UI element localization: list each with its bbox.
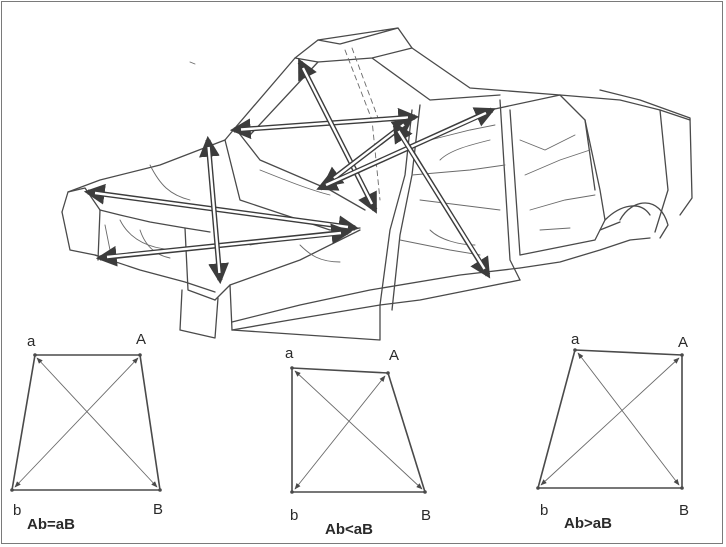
car-body-illustration (61, 27, 693, 341)
arrow-front-diagonal-1 (83, 183, 360, 237)
measurement-arrows (83, 58, 496, 285)
diagram-greater: a A b B Ab>aB (536, 331, 689, 532)
corner-label-a: a (285, 345, 294, 362)
diagram-caption: Ab<aB (325, 521, 373, 538)
diagram-equal: a A b B Ab=aB (10, 331, 163, 533)
corner-label-b: b (13, 502, 21, 519)
arrow-door-diagonal-2 (392, 121, 491, 279)
corner-label-A: A (136, 331, 146, 348)
corner-label-B: B (153, 501, 163, 518)
corner-label-A: A (389, 347, 399, 364)
corner-label-A: A (678, 334, 688, 351)
corner-label-b: b (540, 502, 548, 519)
corner-label-B: B (421, 507, 431, 524)
diagram-less: a A b B Ab<aB (285, 345, 431, 538)
corner-label-a: a (571, 331, 580, 348)
arrow-front-vertical (199, 135, 229, 285)
corner-label-b: b (290, 507, 298, 524)
diagram-caption: Ab>aB (564, 515, 612, 532)
corner-label-a: a (27, 333, 36, 350)
corner-label-B: B (679, 502, 689, 519)
diagram-caption: Ab=aB (27, 516, 75, 533)
arrow-pillar-diagonal-1 (297, 58, 378, 214)
